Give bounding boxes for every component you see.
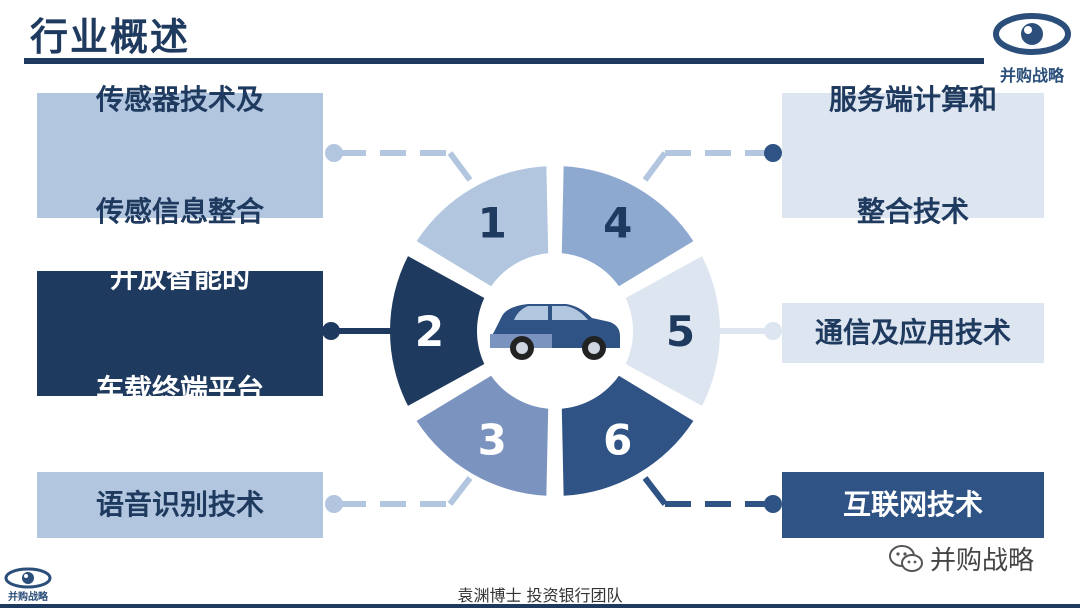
connector-1-tail [447,151,473,182]
box-communication-label: 通信及应用技术 [814,316,1011,349]
brand-name: 并购战略 [999,66,1064,85]
connector-4-tail [642,151,668,182]
connector-dot-6 [764,495,782,513]
connector-dot-3 [325,495,343,513]
box-internet-tech-label: 互联网技术 [842,488,983,521]
box-sensor-tech-line1: 传感器技术及 [95,82,264,116]
connector-dot-1 [325,144,343,162]
connector-dot-5 [764,322,782,340]
wheel-segment-3 [416,375,549,496]
footer-divider [0,604,1080,608]
wheel-segment-number-2: 2 [415,307,444,356]
page-title: 行业概述 [30,15,191,59]
wechat-icon [889,544,923,572]
box-terminal-platform: 开放智能的 车载终端平台 [37,261,323,406]
box-terminal-platform-line2: 车载终端平台 [95,372,264,406]
box-voice-recognition-label: 语音识别技术 [95,488,264,521]
box-voice-recognition: 语音识别技术 [37,472,323,538]
wechat-account-name: 并购战略 [930,546,1035,576]
brand-logo: 并购战略 [990,6,1074,85]
wheel-segment-2 [390,256,485,406]
box-terminal-platform-line1: 开放智能的 [109,260,250,294]
wechat-watermark: 并购战略 [888,540,1034,577]
footer-credit: 袁渊博士 投资银行团队 [457,586,623,605]
connector-dot-2 [322,322,340,340]
wheel-segment-number-4: 4 [603,198,632,247]
connector-6-tail [642,476,668,506]
connector-dot-4 [764,144,782,162]
box-server-computing: 服务端计算和 整合技术 [782,83,1044,228]
box-server-computing-line2: 整合技术 [856,194,969,228]
box-internet-tech: 互联网技术 [782,472,1044,538]
eye-icon-small [4,567,52,589]
wheel-segment-5 [625,256,720,406]
wheel-segment-number-3: 3 [478,416,507,465]
car-icon [490,304,620,360]
brand-name-small: 并购战略 [8,592,48,603]
wheel-segment-number-1: 1 [478,198,507,247]
title-divider [24,58,984,64]
box-sensor-tech-line2: 传感信息整合 [95,194,264,228]
wheel-segment-1 [416,166,549,287]
wheel-segment-6 [561,375,694,496]
wheel-segment-4 [561,166,694,287]
box-server-computing-line1: 服务端计算和 [828,82,997,116]
connector-3-tail [447,476,473,506]
wheel-segment-number-5: 5 [666,307,695,356]
wheel-segment-number-6: 6 [603,416,632,465]
brand-logo-small: 并购战略 [2,566,54,604]
box-communication: 通信及应用技术 [782,303,1044,363]
box-sensor-tech: 传感器技术及 传感信息整合 [37,83,323,228]
eye-icon [993,13,1071,55]
